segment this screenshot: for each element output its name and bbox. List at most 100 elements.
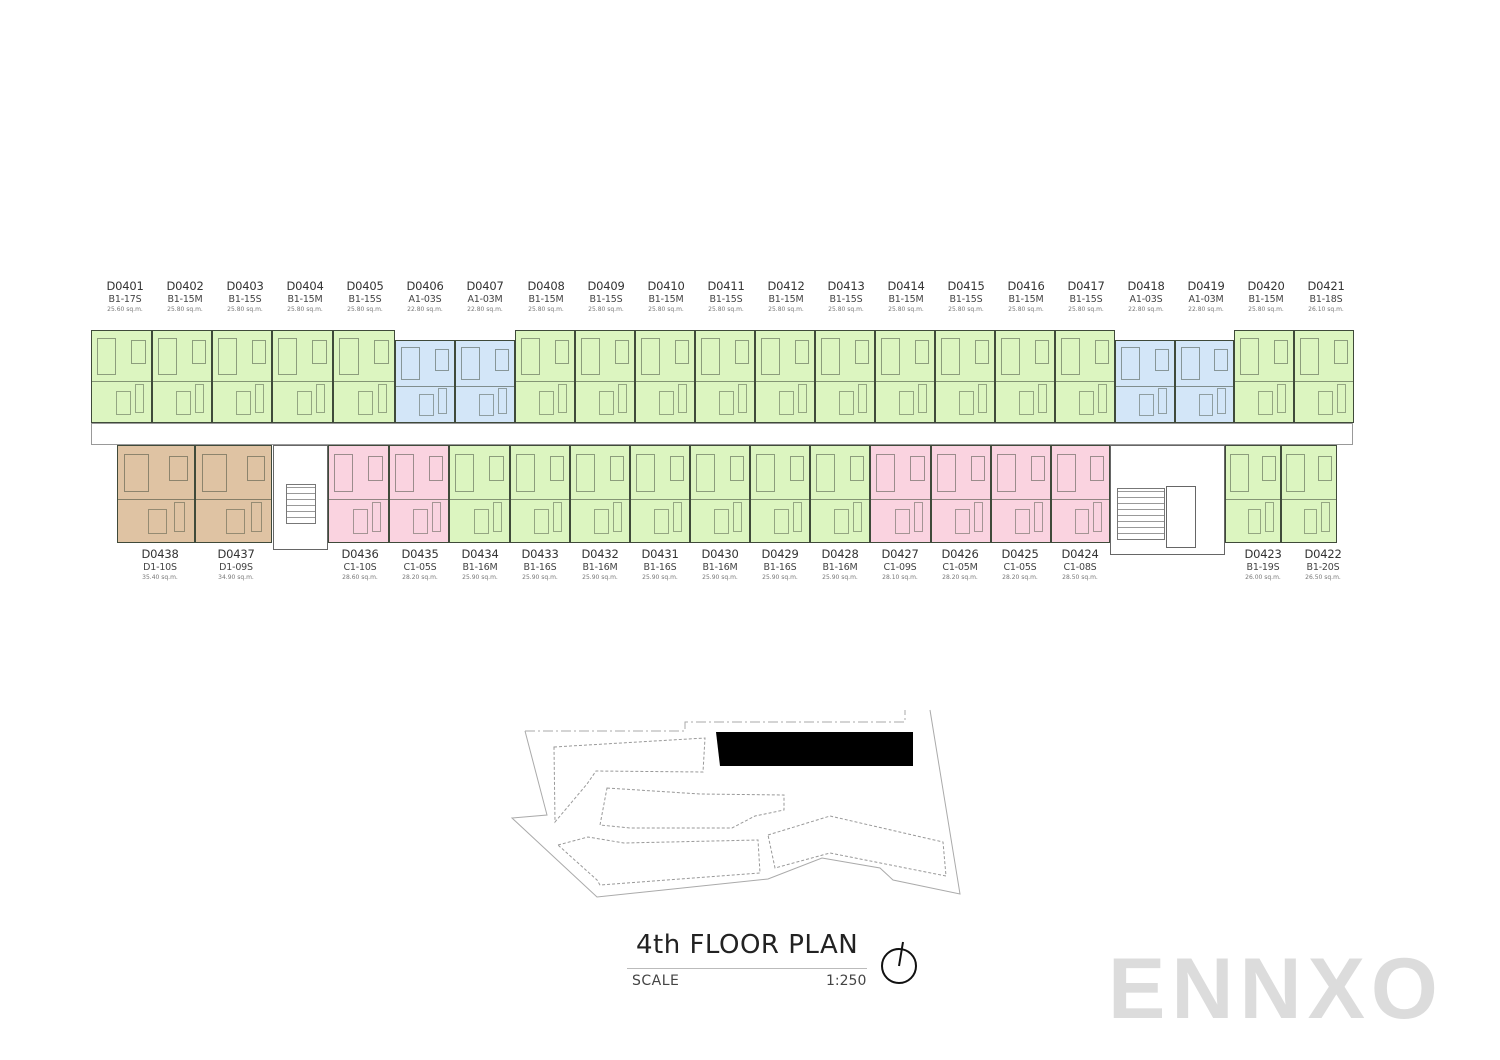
unit-type: B1-16S xyxy=(643,561,677,573)
unit-D0425[interactable] xyxy=(991,445,1051,543)
unit-type: B1-15M xyxy=(768,293,804,305)
site-key-plan xyxy=(510,709,961,898)
unit-type: B1-15S xyxy=(949,293,983,305)
unit-id: D0410 xyxy=(647,279,685,293)
unit-id: D0421 xyxy=(1307,279,1345,293)
unit-D0432[interactable] xyxy=(570,445,630,543)
unit-type: B1-15M xyxy=(888,293,924,305)
unit-area: 28.50 sq.m. xyxy=(1062,574,1098,581)
unit-D0402[interactable] xyxy=(152,330,212,423)
unit-id: D0406 xyxy=(406,279,444,293)
unit-area: 26.00 sq.m. xyxy=(1245,574,1281,581)
unit-id: D0431 xyxy=(641,547,679,561)
unit-area: 25.90 sq.m. xyxy=(702,574,738,581)
unit-type: C1-05S xyxy=(403,561,437,573)
unit-area: 22.80 sq.m. xyxy=(1128,306,1164,313)
site-boundary xyxy=(510,709,961,898)
unit-D0438[interactable] xyxy=(117,445,195,543)
unit-D0435[interactable] xyxy=(389,445,449,543)
unit-D0420[interactable] xyxy=(1234,330,1294,423)
unit-type: A1-03S xyxy=(1129,293,1163,305)
unit-id: D0437 xyxy=(217,547,255,561)
unit-type: B1-15S xyxy=(589,293,623,305)
unit-id: D0417 xyxy=(1067,279,1105,293)
unit-D0410[interactable] xyxy=(635,330,695,423)
unit-id: D0416 xyxy=(1007,279,1045,293)
unit-id: D0415 xyxy=(947,279,985,293)
unit-D0416[interactable] xyxy=(995,330,1055,423)
unit-type: C1-05S xyxy=(1003,561,1037,573)
unit-D0433[interactable] xyxy=(510,445,570,543)
unit-type: B1-15S xyxy=(348,293,382,305)
unit-D0436[interactable] xyxy=(328,445,389,543)
unit-D0414[interactable] xyxy=(875,330,935,423)
unit-area: 25.90 sq.m. xyxy=(762,574,798,581)
unit-D0434[interactable] xyxy=(449,445,510,543)
unit-D0404[interactable] xyxy=(272,330,333,423)
scale-label: SCALE xyxy=(632,973,680,989)
unit-area: 25.60 sq.m. xyxy=(107,306,143,313)
unit-D0428[interactable] xyxy=(810,445,870,543)
unit-D0415[interactable] xyxy=(935,330,995,423)
unit-D0407[interactable] xyxy=(455,340,515,423)
unit-D0405[interactable] xyxy=(333,330,395,423)
unit-id: D0426 xyxy=(941,547,979,561)
unit-area: 28.60 sq.m. xyxy=(342,574,378,581)
unit-D0403[interactable] xyxy=(212,330,272,423)
unit-type: C1-09S xyxy=(883,561,917,573)
unit-D0417[interactable] xyxy=(1055,330,1115,423)
unit-area: 25.80 sq.m. xyxy=(167,306,203,313)
unit-area: 25.80 sq.m. xyxy=(648,306,684,313)
unit-D0426[interactable] xyxy=(931,445,991,543)
unit-D0411[interactable] xyxy=(695,330,755,423)
unit-area: 28.20 sq.m. xyxy=(402,574,438,581)
unit-D0419[interactable] xyxy=(1175,340,1234,423)
unit-id: D0402 xyxy=(166,279,204,293)
unit-D0421[interactable] xyxy=(1294,330,1354,423)
unit-type: A1-03M xyxy=(1188,293,1224,305)
unit-D0429[interactable] xyxy=(750,445,810,543)
unit-D0408[interactable] xyxy=(515,330,575,423)
unit-D0427[interactable] xyxy=(870,445,931,543)
unit-id: D0409 xyxy=(587,279,625,293)
unit-D0423[interactable] xyxy=(1225,445,1281,543)
unit-area: 26.10 sq.m. xyxy=(1308,306,1344,313)
unit-id: D0407 xyxy=(466,279,504,293)
unit-id: D0424 xyxy=(1061,547,1099,561)
unit-id: D0405 xyxy=(346,279,384,293)
unit-D0418[interactable] xyxy=(1115,340,1175,423)
watermark: ENNXO xyxy=(1108,941,1444,1037)
unit-area: 25.80 sq.m. xyxy=(768,306,804,313)
unit-D0413[interactable] xyxy=(815,330,875,423)
unit-area: 25.80 sq.m. xyxy=(1248,306,1284,313)
unit-D0431[interactable] xyxy=(630,445,690,543)
unit-type: B1-15S xyxy=(829,293,863,305)
unit-D0437[interactable] xyxy=(195,445,272,543)
page-title: 4th FLOOR PLAN xyxy=(636,930,859,960)
unit-D0422[interactable] xyxy=(1281,445,1337,543)
unit-D0401[interactable] xyxy=(91,330,152,423)
unit-D0412[interactable] xyxy=(755,330,815,423)
north-arrow-icon xyxy=(881,941,917,984)
unit-id: D0419 xyxy=(1187,279,1225,293)
unit-D0406[interactable] xyxy=(395,340,455,423)
unit-D0424[interactable] xyxy=(1051,445,1110,543)
unit-D0430[interactable] xyxy=(690,445,750,543)
unit-D0409[interactable] xyxy=(575,330,635,423)
unit-type: B1-15S xyxy=(228,293,262,305)
